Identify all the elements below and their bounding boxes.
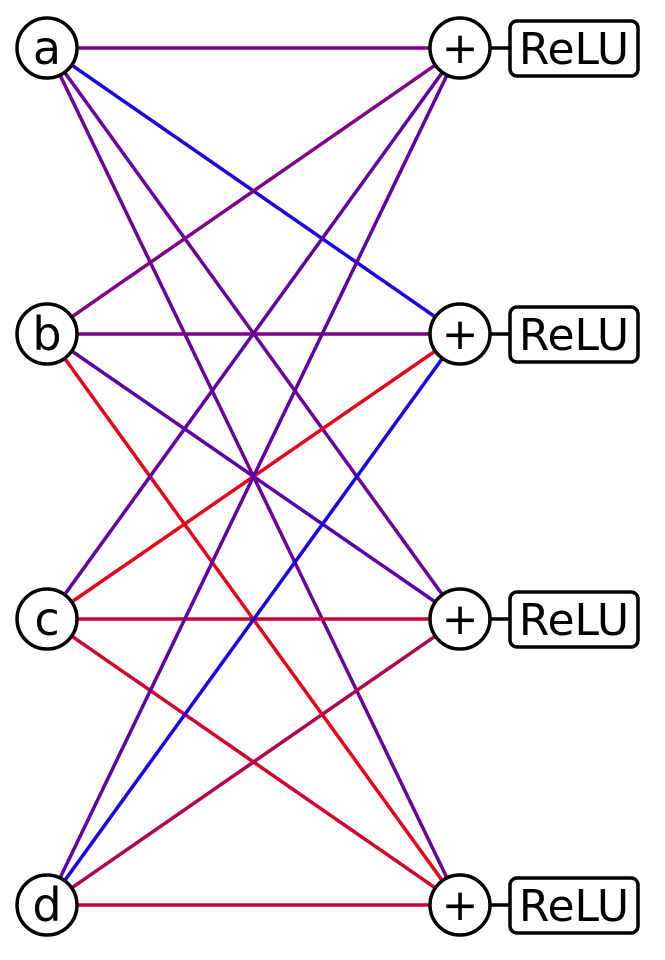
input-node-b: b	[15, 302, 79, 366]
sum-circle	[428, 16, 492, 80]
input-circle	[15, 302, 79, 366]
input-node-a: a	[15, 16, 79, 80]
edge-b-to-sum-1	[70, 63, 437, 319]
sum-circle	[428, 302, 492, 366]
relu-rect	[508, 305, 640, 364]
relu-label: ReLU	[519, 310, 629, 361]
sum-node-3: +	[428, 587, 492, 651]
link-layer	[490, 46, 510, 907]
input-node-d: d	[15, 873, 79, 937]
relu-box-1: ReLU	[508, 19, 640, 78]
sum-label: +	[442, 880, 479, 931]
edge-d-to-sum-1	[58, 74, 449, 879]
sum-node-4: +	[428, 873, 492, 937]
input-circle	[15, 16, 79, 80]
relu-box-2: ReLU	[508, 305, 640, 364]
sum-circle	[428, 873, 492, 937]
relu-rect	[508, 19, 640, 78]
relu-label: ReLU	[519, 881, 629, 932]
input-circle	[15, 587, 79, 651]
relu-box-4: ReLU	[508, 876, 640, 935]
relu-box-3: ReLU	[508, 590, 640, 649]
edge-d-to-sum-2	[63, 357, 444, 882]
relu-label: ReLU	[519, 595, 629, 646]
edge-d-to-sum-3	[70, 634, 437, 890]
input-circle	[15, 873, 79, 937]
relu-rect	[508, 590, 640, 649]
sum-circle	[428, 587, 492, 651]
sum-label: +	[442, 309, 479, 360]
sum-label: +	[442, 594, 479, 645]
input-label: d	[32, 878, 61, 932]
edge-c-to-sum-1	[63, 71, 444, 596]
input-node-c: c	[15, 587, 79, 651]
input-label: a	[33, 21, 61, 75]
input-label: c	[34, 592, 59, 646]
edge-layer	[58, 46, 449, 907]
relu-label: ReLU	[519, 24, 629, 75]
input-label: b	[32, 307, 61, 361]
sum-node-1: +	[428, 16, 492, 80]
sum-node-2: +	[428, 302, 492, 366]
relu-rect	[508, 876, 640, 935]
sum-label: +	[442, 23, 479, 74]
